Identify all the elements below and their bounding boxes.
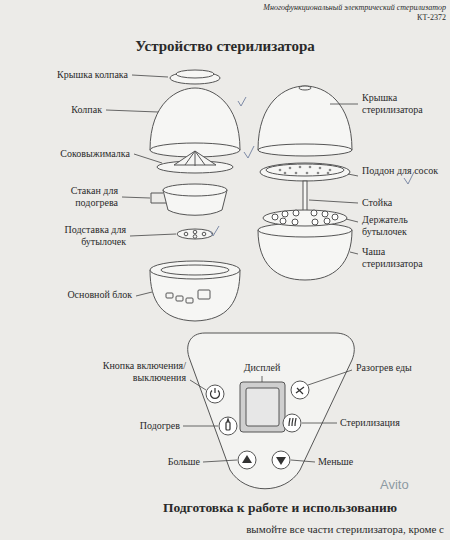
panel-label: Больше — [140, 456, 200, 468]
part-label: Чаша стерилизатора — [362, 246, 444, 269]
part-label: Стакан для подогрева — [40, 185, 118, 208]
part-label: Колпак — [40, 104, 102, 116]
part-label: Держатель бутылочек — [362, 214, 444, 237]
parts — [150, 70, 354, 489]
panel-label: Меньше — [318, 456, 398, 468]
panel-label: Дисплей — [232, 362, 292, 374]
model-number: КТ-2372 — [346, 13, 446, 22]
part-label: Стойка — [362, 197, 444, 209]
part-label: Соковыжималка — [28, 148, 130, 160]
part-label: Поддон для сосок — [362, 165, 444, 177]
button-icons — [211, 387, 304, 430]
arrow-icons — [242, 455, 286, 465]
leader-lines — [106, 75, 358, 462]
body-text: вымойте все части стерилизатора, кроме с — [246, 523, 444, 536]
part-label: Крышка стерилизатора — [362, 92, 444, 115]
section-title: Устройство стерилизатора — [0, 38, 450, 55]
panel-label: Подогрев — [106, 420, 180, 432]
panel-label: Разогрев еды — [356, 362, 446, 374]
part-label: Подставка для бутылочек — [40, 224, 126, 247]
part-label: Основной блок — [28, 289, 132, 301]
part-label: Крышка колпака — [28, 69, 128, 81]
panel-label: Кнопка включения/ выключения — [72, 360, 186, 383]
section-heading: Подготовка к работе и использованию — [110, 500, 450, 516]
panel-label: Стерилизация — [340, 417, 440, 429]
page-header: Многофункциональный электрический стерил… — [236, 3, 446, 12]
watermark: Avito — [380, 478, 444, 493]
